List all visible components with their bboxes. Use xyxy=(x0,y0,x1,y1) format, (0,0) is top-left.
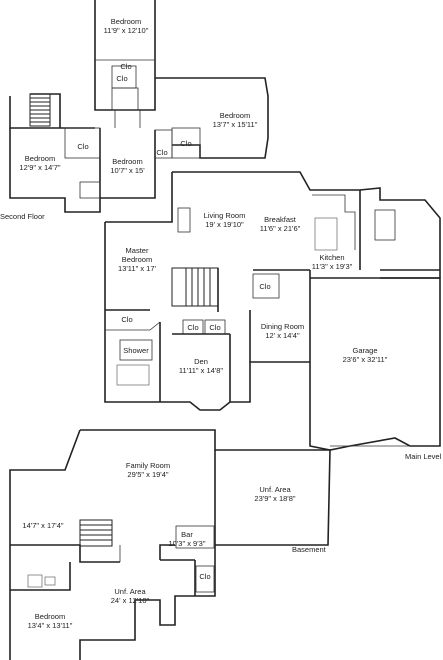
room-bedroom-basement: Bedroom 13'4" x 13'11" xyxy=(20,612,80,630)
room-name: Bedroom xyxy=(112,157,143,166)
room-dims: 11'11" x 14'8" xyxy=(178,366,224,375)
room-master-bedroom: Master Bedroom 13'11" x 17' xyxy=(112,246,162,273)
room-dims: 29'5" x 19'4" xyxy=(127,470,169,479)
room-unlabeled: 14'7" x 17'4" xyxy=(18,521,68,530)
room-den: Den 11'11" x 14'8" xyxy=(171,357,231,375)
room-bedroom-top: Bedroom 11'9" x 12'10" xyxy=(96,17,156,35)
closet-label: Clo xyxy=(77,142,89,151)
room-name: Unf. Area xyxy=(114,587,146,596)
room-dims: 19' x 19'10" xyxy=(205,220,244,229)
closet-label: Clo xyxy=(120,62,132,71)
room-name: Garage xyxy=(352,346,378,355)
room-name: Kitchen xyxy=(319,253,345,262)
room-name: Bedroom xyxy=(24,154,56,163)
room-name: Dining Room xyxy=(260,322,305,331)
room-name: Den xyxy=(194,357,208,366)
room-name: Living Room xyxy=(203,211,246,220)
room-dims: 14'7" x 17'4" xyxy=(22,521,64,530)
room-dims: 11'9" x 12'10" xyxy=(103,26,149,35)
level-label-basement: Basement xyxy=(292,545,326,554)
room-unf-area-low: Unf. Area 24' x 12'10" xyxy=(100,587,160,605)
room-name: Bedroom xyxy=(110,17,142,26)
room-dims: 12' x 14'4" xyxy=(265,331,300,340)
room-name: Master Bedroom xyxy=(121,246,153,264)
room-name: Family Room xyxy=(125,461,171,470)
room-name: Breakfast xyxy=(264,215,296,224)
room-name: Unf. Area xyxy=(259,485,291,494)
closet-label: Clo xyxy=(259,282,271,291)
room-dims: 11'6" x 21'6" xyxy=(259,224,301,233)
closet-label: Clo xyxy=(121,315,133,324)
closet-label: Clo xyxy=(209,323,221,332)
room-dims: 10'7" x 15' xyxy=(110,166,145,175)
level-label-second-floor: Second Floor xyxy=(0,212,45,221)
room-name: Bedroom xyxy=(34,612,66,621)
room-kitchen: Kitchen 11'3" x 19'3" xyxy=(307,253,357,271)
shower-label: Shower xyxy=(123,346,149,355)
main-level-walls xyxy=(104,171,441,451)
room-dims: 10'3" x 9'3" xyxy=(168,539,206,548)
room-bedroom-right: Bedroom 13'7" x 15'11" xyxy=(205,111,265,129)
room-name: Bar xyxy=(181,530,193,539)
room-dims: 13'11" x 17' xyxy=(118,264,156,273)
room-unf-area-right: Unf. Area 23'9" x 18'8" xyxy=(245,485,305,503)
room-dims: 11'3" x 19'3" xyxy=(311,262,353,271)
room-dims: 24' x 12'10" xyxy=(110,596,150,605)
level-label-main-level: Main Level xyxy=(405,452,442,461)
closet-label: Clo xyxy=(156,148,168,157)
room-dims: 13'7" x 15'11" xyxy=(212,120,258,129)
basement-walls xyxy=(9,429,331,660)
room-dining-room: Dining Room 12' x 14'4" xyxy=(255,322,310,340)
closet-label: Clo xyxy=(116,74,128,83)
room-garage: Garage 23'6" x 32'11" xyxy=(335,346,395,364)
room-family-room: Family Room 29'5" x 19'4" xyxy=(118,461,178,479)
room-dims: 12'9" x 14'7" xyxy=(19,163,61,172)
room-bedroom-left: Bedroom 12'9" x 14'7" xyxy=(10,154,70,172)
closet-label: Clo xyxy=(187,323,199,332)
closet-label: Clo xyxy=(199,572,211,581)
room-name: Bedroom xyxy=(219,111,251,120)
room-dims: 23'9" x 18'8" xyxy=(254,494,296,503)
room-dims: 23'6" x 32'11" xyxy=(342,355,388,364)
room-dims: 13'4" x 13'11" xyxy=(27,621,73,630)
closet-label: Clo xyxy=(180,139,192,148)
room-bedroom-mid: Bedroom 10'7" x 15' xyxy=(100,157,155,175)
room-bar: Bar 10'3" x 9'3" xyxy=(167,530,207,548)
room-breakfast: Breakfast 11'6" x 21'6" xyxy=(255,215,305,233)
second-floor-walls xyxy=(9,0,269,213)
room-living-room: Living Room 19' x 19'10" xyxy=(192,211,257,229)
